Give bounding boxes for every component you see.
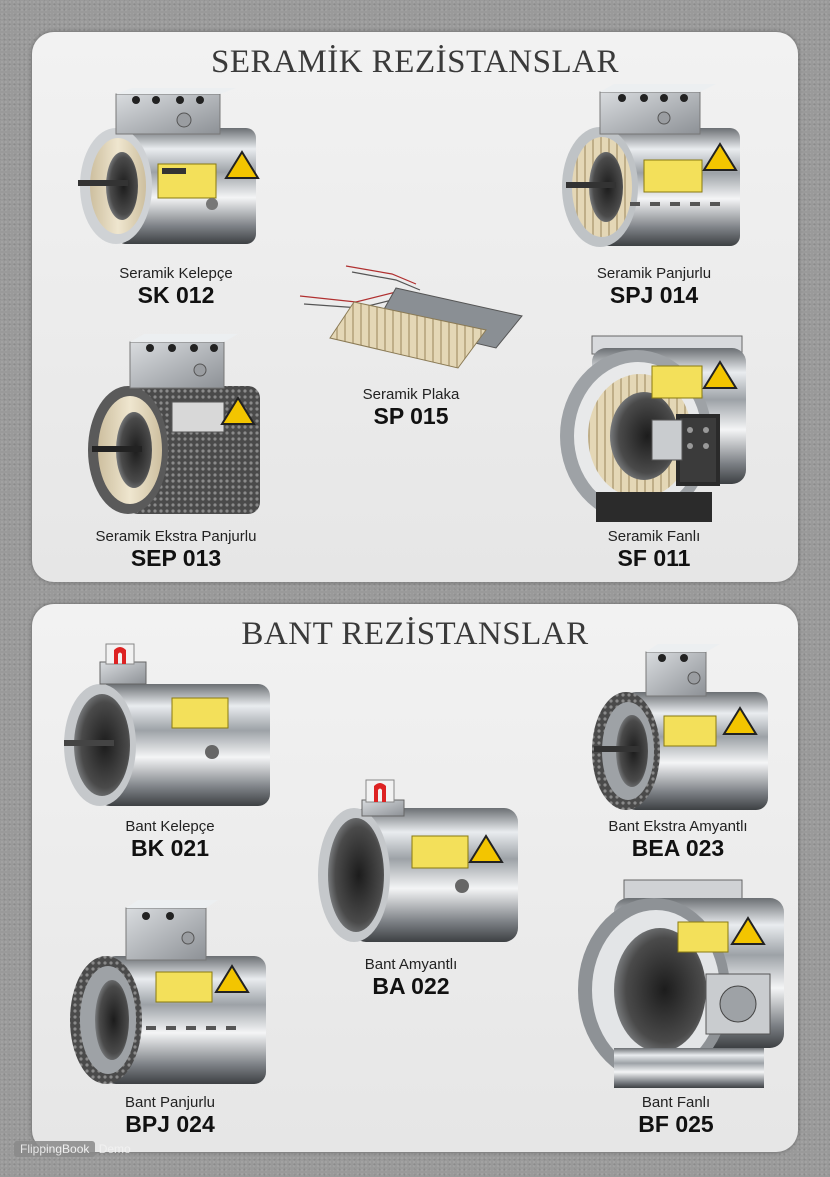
product-caption-sk-012: Seramik Kelepçe SK 012 xyxy=(76,265,276,308)
product-caption-bea-023: Bant Ekstra Amyantlı BEA 023 xyxy=(580,818,776,861)
product-code: SEP 013 xyxy=(130,545,222,571)
product-code: BPJ 024 xyxy=(125,1111,215,1137)
product-code: SK 012 xyxy=(137,282,215,308)
product-caption-sep-013: Seramik Ekstra Panjurlu SEP 013 xyxy=(76,528,276,571)
flippingbook-watermark: FlippingBook Demo xyxy=(14,1141,131,1157)
product-name: Bant Kelepçe xyxy=(125,818,215,835)
section-title: BANT REZİSTANSLAR xyxy=(241,616,589,652)
product-code: SP 015 xyxy=(373,403,449,429)
product-name: Seramik Kelepçe xyxy=(119,265,233,282)
product-caption-bf-025: Bant Fanlı BF 025 xyxy=(576,1094,776,1137)
product-caption-sf-011: Seramik Fanlı SF 011 xyxy=(556,528,752,571)
product-caption-spj-014: Seramik Panjurlu SPJ 014 xyxy=(556,265,752,308)
product-caption-sp-015: Seramik Plaka SP 015 xyxy=(330,386,492,429)
product-image-sep-013 xyxy=(86,334,272,524)
product-code: BEA 023 xyxy=(631,835,725,861)
product-name: Bant Ekstra Amyantlı xyxy=(608,818,748,835)
product-code: BF 025 xyxy=(638,1111,714,1137)
product-image-bpj-024 xyxy=(66,900,272,1092)
product-name: Bant Fanlı xyxy=(641,1094,711,1111)
product-image-bk-021 xyxy=(60,642,274,814)
watermark-brand: FlippingBook xyxy=(14,1141,96,1157)
product-image-bea-023 xyxy=(590,644,772,816)
product-name: Bant Amyantlı xyxy=(364,956,458,973)
product-caption-ba-022: Bant Amyantlı BA 022 xyxy=(330,956,492,999)
product-image-spj-014 xyxy=(560,84,752,262)
product-code: SF 011 xyxy=(617,545,691,571)
product-image-sf-011 xyxy=(556,332,756,528)
product-name: Bant Panjurlu xyxy=(124,1094,216,1111)
product-code: BK 021 xyxy=(131,835,209,861)
product-image-bf-025 xyxy=(574,878,790,1092)
watermark-suffix: Demo xyxy=(98,1142,131,1156)
product-name: Seramik Ekstra Panjurlu xyxy=(95,528,257,545)
product-image-sk-012 xyxy=(76,88,276,260)
product-name: Seramik Panjurlu xyxy=(596,265,712,282)
product-image-ba-022 xyxy=(316,778,522,948)
product-caption-bk-021: Bant Kelepçe BK 021 xyxy=(70,818,270,861)
product-caption-bpj-024: Bant Panjurlu BPJ 024 xyxy=(70,1094,270,1137)
product-code: BA 022 xyxy=(372,973,450,999)
product-name: Seramik Fanlı xyxy=(607,528,701,545)
section-title: SERAMİK REZİSTANSLAR xyxy=(211,44,619,80)
product-code: SPJ 014 xyxy=(609,282,699,308)
product-image-sp-015 xyxy=(296,262,526,372)
product-name: Seramik Plaka xyxy=(362,386,460,403)
